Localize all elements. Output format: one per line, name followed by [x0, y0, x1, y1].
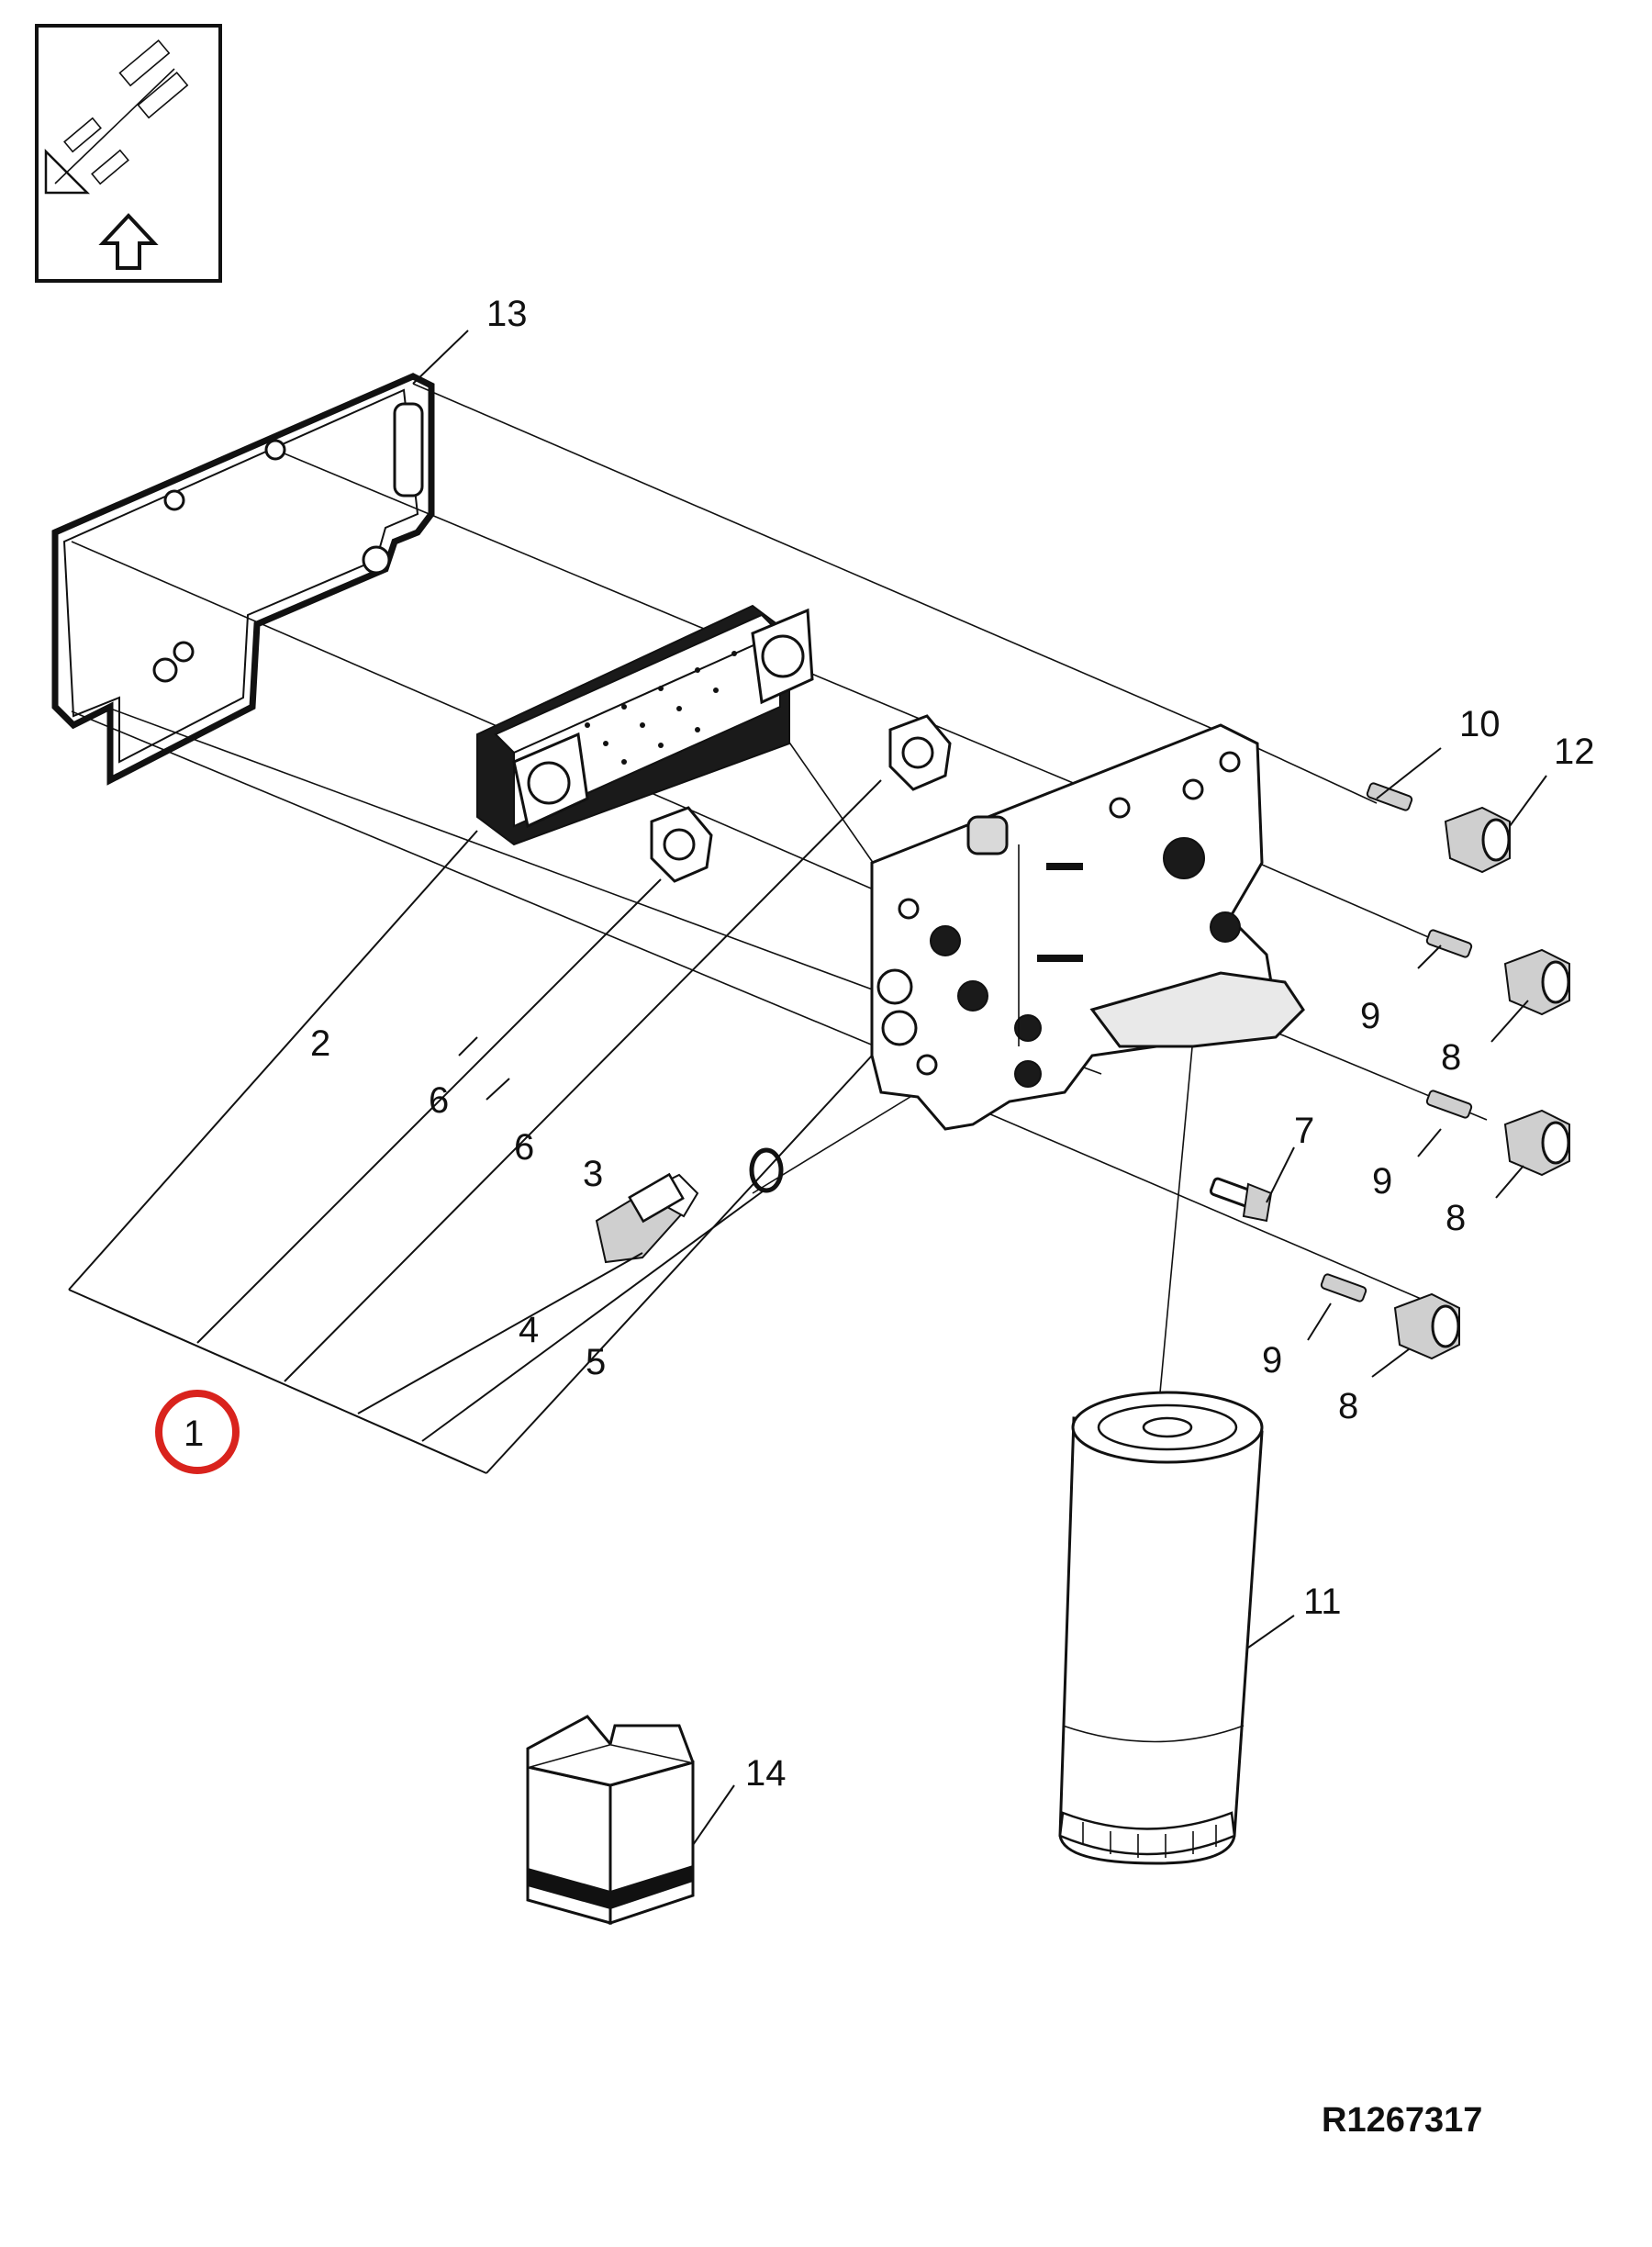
highlight-ring — [155, 1390, 240, 1474]
kit-box-icon — [526, 1715, 695, 1926]
callout-3[interactable]: 3 — [583, 1154, 603, 1194]
callout-5[interactable]: 5 — [586, 1342, 606, 1382]
callout-1[interactable]: 1 — [184, 1414, 204, 1454]
callout-2[interactable]: 2 — [310, 1023, 330, 1064]
callout-4[interactable]: 4 — [519, 1310, 539, 1350]
callout-9c[interactable]: 9 — [1262, 1340, 1282, 1381]
filter-head-part — [870, 723, 1305, 1131]
callout-9b[interactable]: 9 — [1372, 1161, 1392, 1202]
callout-11[interactable]: 11 — [1303, 1582, 1342, 1622]
assembly-lines — [71, 383, 1488, 1433]
callout-9a[interactable]: 9 — [1360, 996, 1380, 1036]
bolt-part — [1209, 1177, 1273, 1223]
callout-14[interactable]: 14 — [745, 1753, 787, 1794]
reference-code: R1267317 — [1322, 2101, 1482, 2140]
callout-10[interactable]: 10 — [1459, 704, 1501, 744]
plug-part — [595, 1172, 699, 1264]
o-ring-part — [749, 1147, 784, 1193]
callout-6a[interactable]: 6 — [429, 1080, 449, 1121]
callout-8c[interactable]: 8 — [1338, 1386, 1358, 1426]
callout-13[interactable]: 13 — [486, 294, 528, 334]
oil-cooler-part — [476, 604, 814, 846]
dowel-pins — [1320, 782, 1473, 1302]
gasket-part — [51, 373, 435, 786]
small-gasket-part — [650, 714, 952, 883]
callout-7[interactable]: 7 — [1294, 1111, 1314, 1151]
callout-12[interactable]: 12 — [1554, 732, 1595, 772]
callout-6b[interactable]: 6 — [514, 1127, 534, 1168]
callout-leaders — [68, 330, 1547, 1846]
orientation-icon — [35, 24, 222, 283]
callout-8b[interactable]: 8 — [1446, 1198, 1466, 1238]
callout-labels: 1 2 3 4 5 6 6 7 8 8 8 9 9 9 10 11 12 13 … — [155, 294, 1595, 1794]
nuts — [1393, 806, 1570, 1360]
oil-filter-part — [1058, 1391, 1264, 1865]
up-arrow-icon — [98, 213, 159, 270]
callout-8a[interactable]: 8 — [1441, 1037, 1461, 1078]
